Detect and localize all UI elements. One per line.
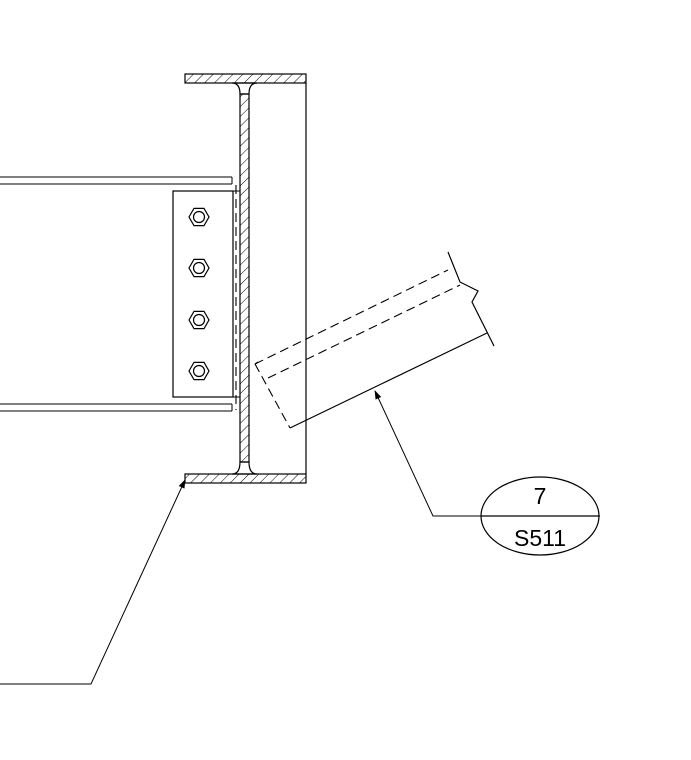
leader-lines — [0, 390, 600, 685]
steel-beam-left — [0, 176, 233, 412]
bolt — [188, 207, 210, 227]
section-leader — [0, 479, 186, 685]
column-web — [239, 93, 250, 463]
sheet-number: S511 — [514, 525, 566, 551]
bolt-group — [188, 207, 210, 381]
column-bottom-flange — [184, 473, 307, 484]
detail-number: 7 — [534, 483, 547, 509]
steel-column — [184, 73, 307, 484]
shear-plate — [172, 185, 240, 410]
inclined-brace — [254, 251, 495, 429]
bolt — [188, 361, 210, 381]
bolt — [188, 258, 210, 278]
detail-callout[interactable]: 7 S511 — [480, 476, 600, 556]
bolt — [188, 310, 210, 330]
column-top-flange — [184, 73, 307, 84]
